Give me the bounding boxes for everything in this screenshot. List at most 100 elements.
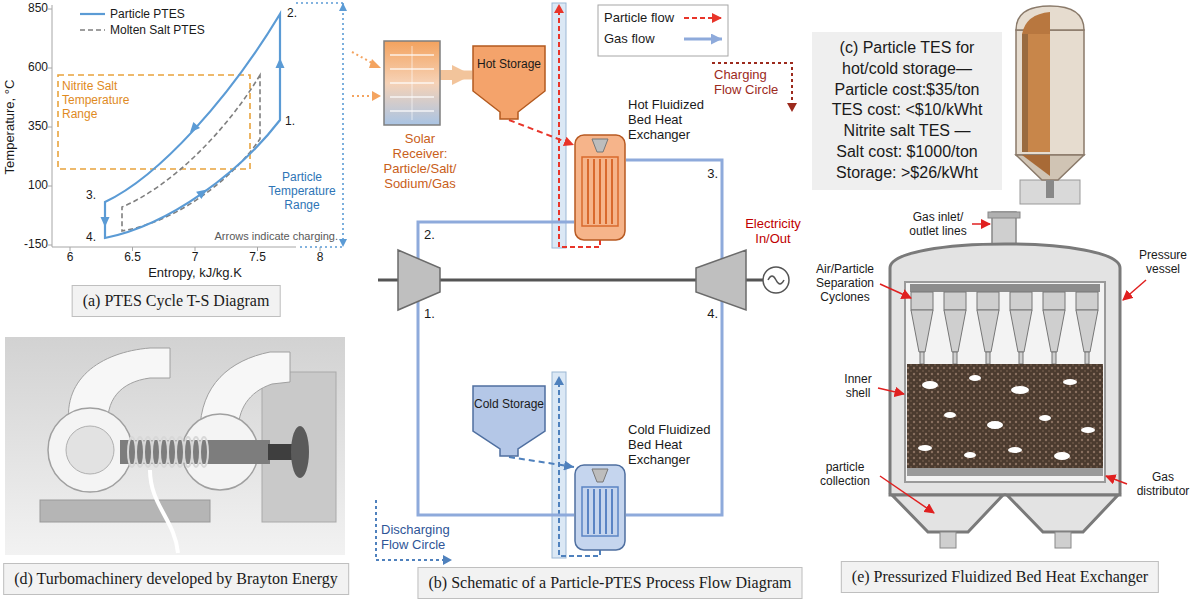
node-text: Hot Storage [472,58,546,72]
turbomachinery-illustration-part-part [192,437,200,467]
node-text: Cold Storage [472,398,546,412]
heat-exchanger-outline-part [593,489,595,534]
fluidized-bed-illustration-part-part [1085,352,1089,364]
turbomachinery-illustration-part [66,426,114,474]
process-schematic-part [443,555,452,565]
ts-chart-part [196,186,209,199]
flow-connector [509,457,574,467]
fluidized-bed-illustration-part-part [944,292,966,310]
ts-chart-part [105,14,280,238]
silo-illustration [1016,6,1084,204]
flow-circle-label: Charging Flow Circle [714,67,788,98]
fluidized-bed-illustration-part [892,495,1003,532]
silo-illustration-part [1022,34,1028,152]
fluidized-bed-illustration-part-part [922,381,938,389]
part-label: Air/Particle Separation Cyclones [806,262,884,304]
process-schematic-part [554,376,564,385]
turbomachinery-illustration-part [128,437,208,467]
heat-exchanger-outline-part [587,159,589,224]
fluidized-bed-illustration-part-part [1043,310,1065,352]
fluidized-bed-illustration-part-part [987,421,1003,429]
axis-tick: 7.5 [242,250,273,264]
turbomachinery-illustration-part-part [144,437,152,467]
silo-illustration-part [1016,155,1084,180]
heat-exchanger-outline-part [611,159,613,224]
caption-box: (a) PTES Cycle T-S Diagram [72,285,281,317]
fluidized-bed-illustration-part-part [953,352,957,364]
storage-bin-outline-part [473,386,545,456]
heat-exchanger-outline-part [575,135,625,240]
node-text: (d) Turbomachinery developed by Brayton … [14,570,338,588]
turbomachinery-illustration-part-part [128,437,136,467]
ts-chart-part [48,9,320,251]
fluidized-bed-illustration-part [940,532,956,548]
fluidized-bed-illustration-part [878,224,1146,513]
caption-box: (e) Pressurized Fluidized Bed Heat Excha… [841,561,1159,593]
node-text: Salt cost: $1000/ton [820,142,994,163]
fluidized-bed-illustration-part-part [1011,386,1029,394]
state-number: 1. [424,306,440,321]
solar-receiver-outline-part [384,41,440,125]
legend-entry [80,14,105,15]
ts-chart-part [339,3,347,11]
fluidized-bed-illustration-part-part [1054,452,1070,460]
process-schematic-part [398,250,440,310]
process-schematic-part [712,63,792,104]
fluidized-bed-illustration-part-part [880,476,934,513]
turbomachinery-illustration-part [262,372,336,522]
process-schematic [352,3,797,565]
heat-exchanger-outline-part [605,489,607,534]
ts-chart-part [101,217,110,227]
legend-label: Particle PTES [110,7,185,21]
heat-exchanger-outline-part [605,159,607,224]
turbomachinery-illustration-part [40,500,210,522]
storage-bin: Hot Storage [472,45,546,120]
axis-tick: 6 [55,250,85,264]
turbomachinery-illustration-part-part [160,437,168,467]
legend-label: Molten Salt PTES [110,23,205,37]
process-schematic-part [440,70,461,80]
part-label: Gas distributor [1128,470,1198,498]
heat-exchanger-outline-part [592,469,608,482]
legend-entry [80,30,105,31]
node-text: (a) PTES Cycle T-S Diagram [83,292,270,310]
node-text: Cold Fluidized Bed Heat Exchanger [628,423,718,468]
storage-bin-outline-part [473,46,545,119]
turbomachinery-illustration-part [48,408,132,492]
node-text: TES cost: <$10/kWht [820,100,994,121]
fluidized-bed-illustration-part-part [1010,310,1032,352]
caption-box: (b) Schematic of a Particle-PTES Process… [417,567,802,599]
silo-illustration-part [1046,180,1054,198]
axis-tick: 350 [14,119,48,133]
axis-title: Temperature, °C [2,80,17,175]
ts-chart-part [276,58,285,68]
node-text: (b) Schematic of a Particle-PTES Process… [428,574,791,592]
process-schematic-part [418,160,722,515]
axis-tick: 8 [305,250,335,264]
generator-label: Electricity In/Out [738,216,808,247]
ts-chart-part [122,75,260,231]
state-number: 3. [698,166,718,181]
fluidized-bed-illustration-part [890,244,1120,495]
heat-exchanger-outline-part [582,157,618,226]
part-label: Gas inlet/ outlet lines [898,210,978,238]
fluidized-bed-illustration-part-part [878,388,904,394]
turbomachinery-illustration-part-part [200,437,208,467]
fluidized-bed-illustration-part [907,468,1103,476]
state-number: 3. [86,188,102,202]
range-label: Particle Temperature Range [266,170,338,212]
node-text: Hot Fluidized Bed Heat Exchanger [628,98,718,143]
axis-tick: 600 [14,60,48,74]
fluidized-bed-illustration-part-part [972,223,990,225]
ts-chart-part [187,122,200,135]
heat-exchanger: Cold Fluidized Bed Heat Exchanger [574,420,718,555]
fluidized-bed-illustration-part [988,212,1020,218]
turbomachinery-illustration-part [5,337,345,555]
flow-circle-label: Discharging Flow Circle [381,522,461,553]
node-text: Solar Receiver: Particle/Salt/ Sodium/Ga… [380,132,460,192]
turbomachinery-illustration-part [291,426,309,478]
node-text: (c) Particle TES for hot/cold storage— [820,38,994,80]
silo-illustration-part [1016,30,1084,155]
